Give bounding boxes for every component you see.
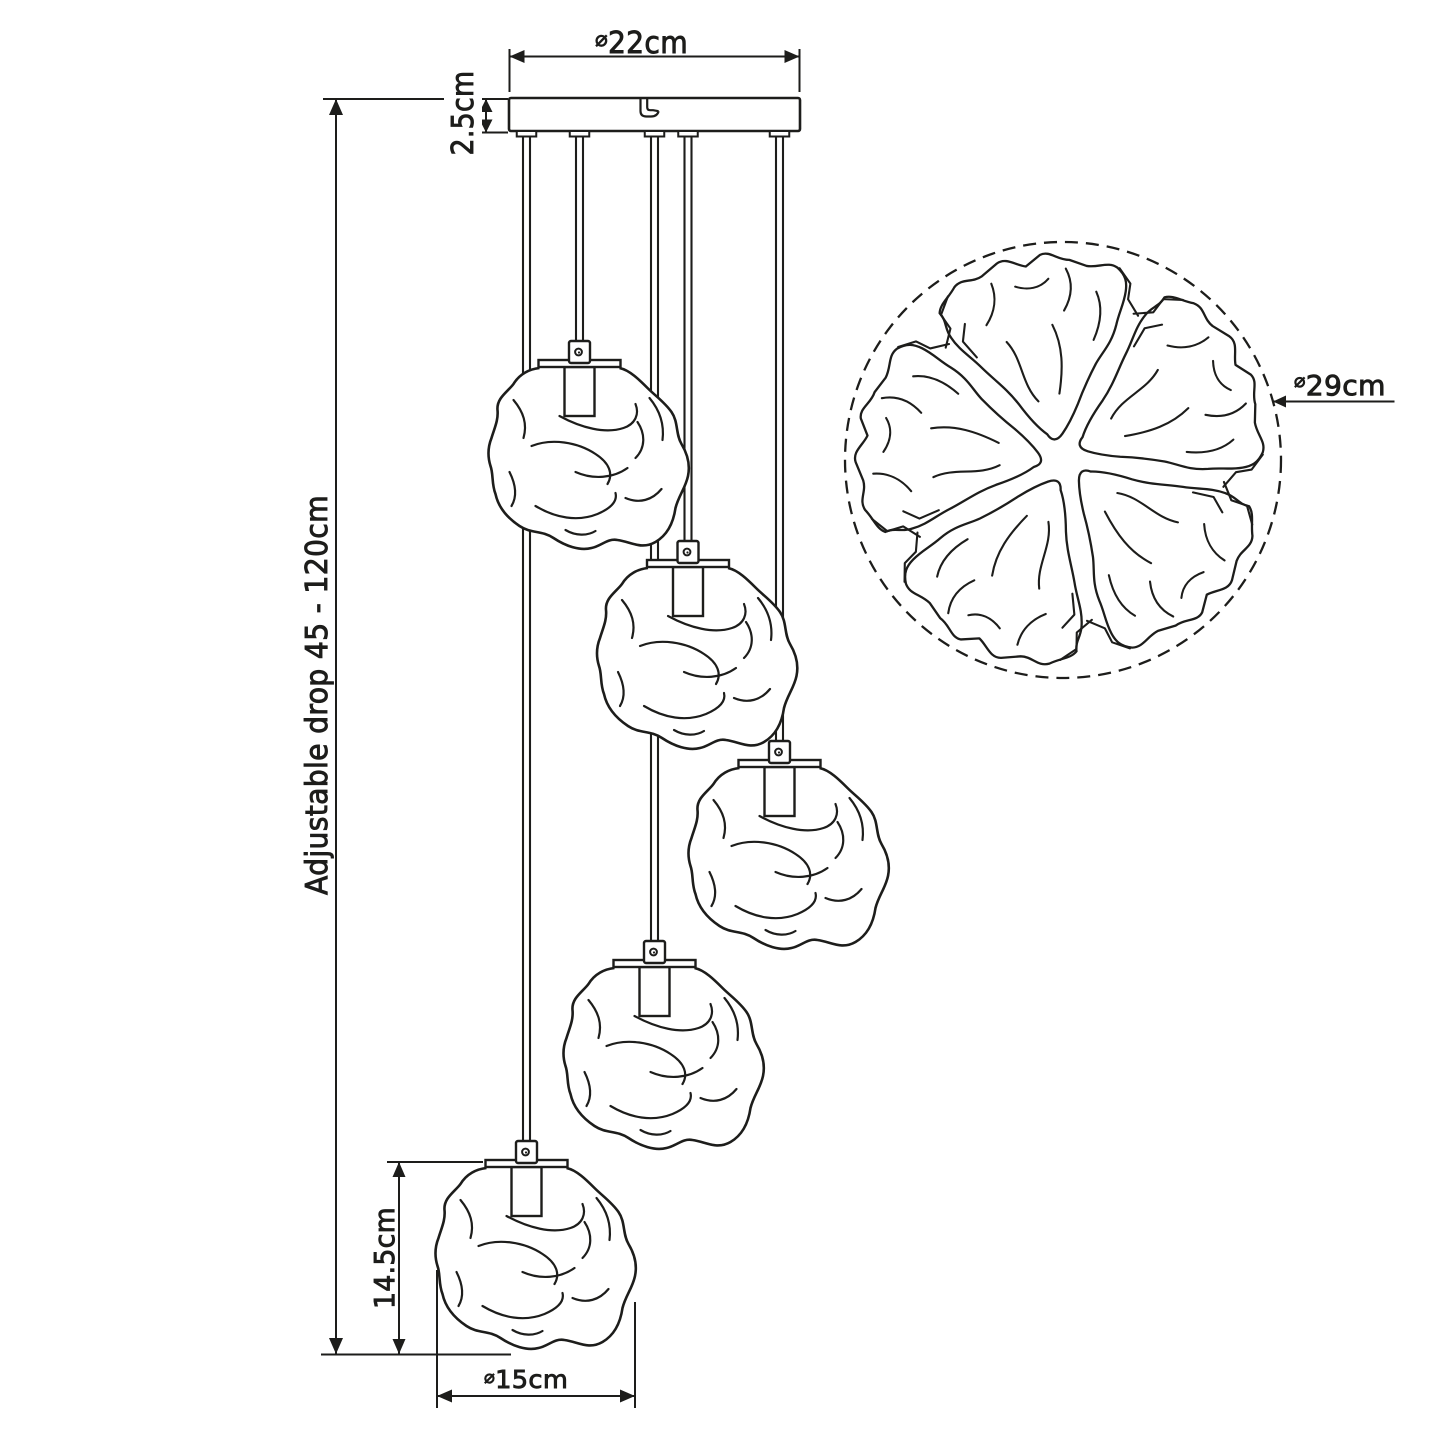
- cord-grip: [643, 130, 666, 138]
- ceiling-canopy: [507, 96, 802, 138]
- cord-5: [521, 136, 532, 1145]
- label-cluster-diameter: ⌀29cm: [1294, 370, 1386, 402]
- arrowhead-right-icon: [620, 1389, 635, 1403]
- dim-canopy-diameter: [508, 49, 801, 92]
- canopy-plate: [507, 96, 802, 133]
- dim-cluster-diameter: [1273, 395, 1395, 408]
- label-adjustable-drop: Adjustable drop 45 - 120cm: [300, 495, 335, 895]
- arrowhead-left-icon: [509, 50, 525, 63]
- arrowhead-up-icon: [329, 99, 343, 115]
- hook-inner-line: [646, 99, 659, 113]
- canopy-hook-icon: [639, 99, 660, 118]
- label-shade-height: 14.5cm: [369, 1207, 401, 1309]
- label-shade-diameter: ⌀15cm: [484, 1365, 568, 1394]
- arrowhead-down-icon: [329, 1338, 343, 1354]
- dim-shade-height: [387, 1161, 483, 1354]
- arrowhead-left-icon: [1273, 395, 1286, 408]
- label-canopy-height: 2.5cm: [446, 71, 481, 156]
- cord-grip: [568, 130, 591, 138]
- hook-outer-line: [639, 99, 660, 118]
- dim-shade-diameter: [436, 1270, 636, 1408]
- label-canopy-height-backdrop: [444, 64, 482, 160]
- cord-grip: [515, 130, 538, 138]
- cord-grips: [515, 130, 791, 138]
- arrowhead-down-icon: [392, 1339, 406, 1354]
- cord-grip: [677, 130, 699, 138]
- arrowhead-up-icon: [479, 99, 493, 112]
- arrowhead-left-icon: [437, 1389, 452, 1403]
- arrowhead-up-icon: [392, 1162, 406, 1177]
- cord-1: [574, 136, 585, 345]
- arrowhead-down-icon: [479, 119, 493, 133]
- label-canopy-diameter: ⌀22cm: [595, 26, 688, 61]
- arrowhead-right-icon: [784, 50, 800, 63]
- top-view: [843, 238, 1293, 689]
- suspension-cords: [521, 136, 785, 1145]
- dim-adjustable-drop: [321, 99, 511, 1356]
- cord-grip: [768, 130, 791, 138]
- top-view-outline-circle: [843, 240, 1283, 680]
